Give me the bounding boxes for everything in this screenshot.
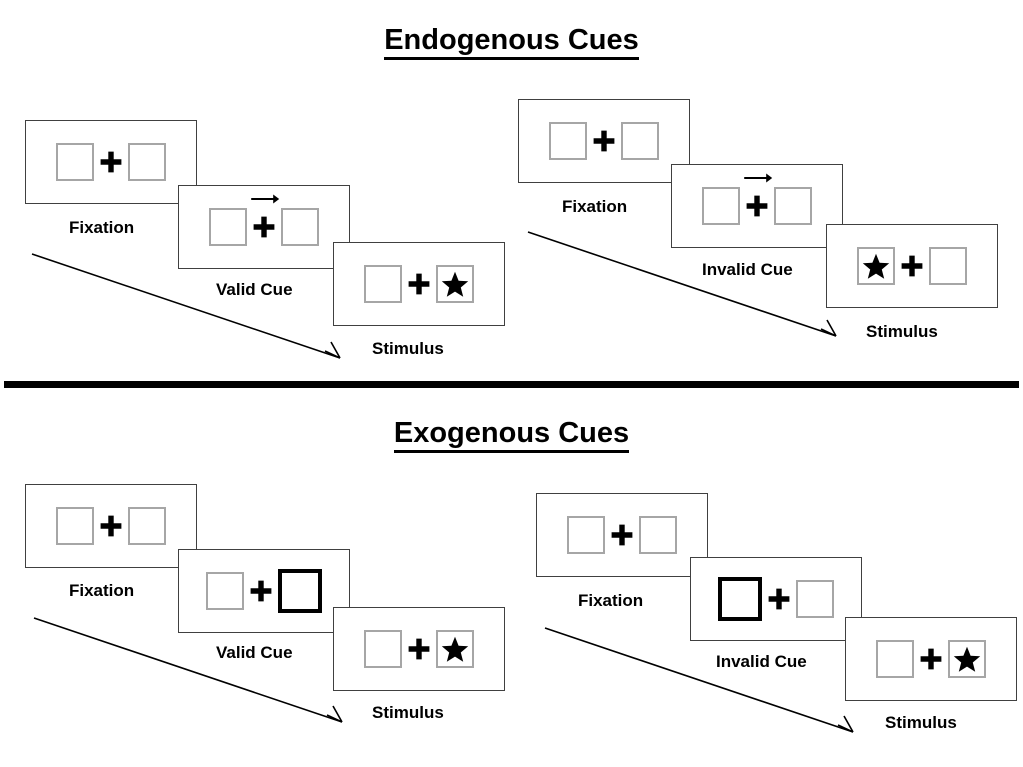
frame-exogenous-invalid-cue bbox=[690, 557, 862, 641]
section-divider bbox=[4, 381, 1019, 388]
star-icon bbox=[441, 271, 469, 298]
plus-cross-icon bbox=[914, 640, 948, 678]
placeholder-box-left bbox=[549, 122, 587, 160]
placeholder-box-left bbox=[209, 208, 247, 246]
frame-content bbox=[702, 173, 812, 225]
frame-content bbox=[56, 507, 166, 545]
frame-endogenous-invalid-stimulus bbox=[826, 224, 998, 308]
frame-exogenous-valid-cue bbox=[178, 549, 350, 633]
target-box-right bbox=[436, 630, 474, 668]
placeholder-box-left bbox=[702, 187, 740, 225]
section-title-endogenous: Endogenous Cues bbox=[0, 24, 1023, 60]
plus-cross-icon bbox=[740, 173, 774, 225]
frame-content bbox=[206, 569, 322, 613]
placeholder-box-right bbox=[621, 122, 659, 160]
placeholder-box-right bbox=[796, 580, 834, 618]
section-title-exogenous: Exogenous Cues bbox=[0, 417, 1023, 453]
frame-content bbox=[876, 640, 986, 678]
frame-endogenous-invalid-cue bbox=[671, 164, 843, 248]
frame-content bbox=[364, 265, 474, 303]
plus-cross-icon bbox=[244, 572, 278, 610]
section-title-exogenous-text: Exogenous Cues bbox=[393, 417, 630, 453]
caption-exogenous-invalid-fixation: Fixation bbox=[578, 591, 644, 610]
placeholder-box-right bbox=[774, 187, 812, 225]
plus-cross-icon bbox=[605, 516, 639, 554]
frame-content bbox=[549, 122, 659, 160]
plus-cross-icon bbox=[94, 507, 128, 545]
frame-exogenous-invalid-stimulus bbox=[845, 617, 1017, 701]
caption-endogenous-valid-stimulus: Stimulus bbox=[372, 339, 444, 358]
placeholder-box-right bbox=[639, 516, 677, 554]
frame-endogenous-valid-cue bbox=[178, 185, 350, 269]
placeholder-box-right bbox=[929, 247, 967, 285]
plus-cross-icon bbox=[895, 247, 929, 285]
caption-exogenous-invalid-cue: Invalid Cue bbox=[716, 652, 807, 671]
arrow-right-icon bbox=[744, 173, 773, 183]
frame-exogenous-valid-fixation bbox=[25, 484, 197, 568]
star-icon bbox=[953, 646, 981, 673]
frame-exogenous-valid-stimulus bbox=[333, 607, 505, 691]
placeholder-box-right bbox=[281, 208, 319, 246]
caption-endogenous-invalid-stimulus: Stimulus bbox=[866, 322, 938, 341]
placeholder-box-right bbox=[128, 507, 166, 545]
plus-cross-icon bbox=[94, 143, 128, 181]
frame-content bbox=[56, 143, 166, 181]
caption-endogenous-invalid-cue: Invalid Cue bbox=[702, 260, 793, 279]
cue-box-left-highlighted bbox=[718, 577, 762, 621]
section-title-endogenous-text: Endogenous Cues bbox=[384, 24, 639, 60]
caption-endogenous-valid-fixation: Fixation bbox=[69, 218, 135, 237]
frame-endogenous-invalid-fixation bbox=[518, 99, 690, 183]
placeholder-box-left bbox=[56, 143, 94, 181]
frame-content bbox=[718, 577, 834, 621]
plus-cross-icon bbox=[587, 122, 621, 160]
frame-content bbox=[209, 194, 319, 246]
frame-endogenous-valid-fixation bbox=[25, 120, 197, 204]
plus-cross-icon bbox=[247, 194, 281, 246]
placeholder-box-left bbox=[567, 516, 605, 554]
frame-content bbox=[364, 630, 474, 668]
placeholder-box-right bbox=[128, 143, 166, 181]
caption-endogenous-invalid-fixation: Fixation bbox=[562, 197, 628, 216]
cue-box-right-highlighted bbox=[278, 569, 322, 613]
target-box-right bbox=[436, 265, 474, 303]
arrow-right-icon bbox=[251, 194, 280, 204]
target-box-left bbox=[857, 247, 895, 285]
placeholder-box-left bbox=[876, 640, 914, 678]
plus-cross-icon bbox=[402, 265, 436, 303]
placeholder-box-left bbox=[364, 265, 402, 303]
target-box-right bbox=[948, 640, 986, 678]
frame-exogenous-invalid-fixation bbox=[536, 493, 708, 577]
placeholder-box-left bbox=[56, 507, 94, 545]
plus-cross-icon bbox=[762, 580, 796, 618]
frame-content bbox=[567, 516, 677, 554]
caption-exogenous-valid-fixation: Fixation bbox=[69, 581, 135, 600]
star-icon bbox=[441, 636, 469, 663]
placeholder-box-left bbox=[364, 630, 402, 668]
placeholder-box-left bbox=[206, 572, 244, 610]
star-icon bbox=[862, 253, 890, 280]
frame-content bbox=[857, 247, 967, 285]
caption-exogenous-valid-cue: Valid Cue bbox=[216, 643, 293, 662]
frame-endogenous-valid-stimulus bbox=[333, 242, 505, 326]
caption-exogenous-valid-stimulus: Stimulus bbox=[372, 703, 444, 722]
caption-exogenous-invalid-stimulus: Stimulus bbox=[885, 713, 957, 732]
caption-endogenous-valid-cue: Valid Cue bbox=[216, 280, 293, 299]
plus-cross-icon bbox=[402, 630, 436, 668]
